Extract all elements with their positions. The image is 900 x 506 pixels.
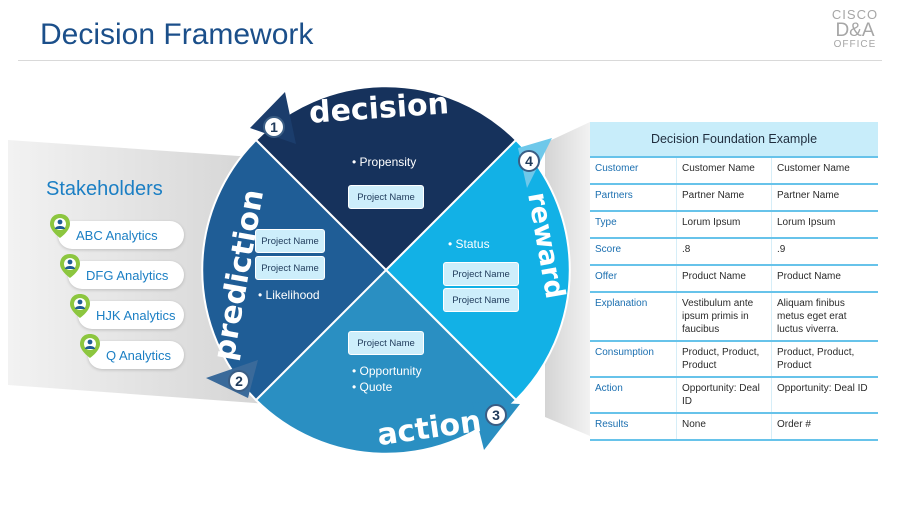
table-cell: Partner Name bbox=[676, 184, 772, 212]
project-card[interactable]: Project Name bbox=[443, 288, 519, 312]
step-number-1: 1 bbox=[263, 116, 285, 138]
stakeholders-title: Stakeholders bbox=[46, 178, 163, 200]
decision-bullet: • Propensity bbox=[352, 155, 417, 169]
table-key-cell: Explanation bbox=[590, 292, 677, 342]
arrow-action bbox=[472, 402, 520, 450]
table-row: Offer Product Name Product Name bbox=[590, 265, 878, 293]
table-key-cell: Type bbox=[590, 211, 677, 239]
stakeholder-pill[interactable] bbox=[58, 221, 184, 249]
prediction-bullet-text: Likelihood bbox=[265, 288, 320, 302]
person-pin-icon bbox=[80, 334, 100, 358]
table-row: Score .8 .9 bbox=[590, 238, 878, 266]
table-key-cell: Results bbox=[590, 413, 677, 441]
table-key-cell: Consumption bbox=[590, 341, 677, 378]
step-number-4: 4 bbox=[518, 150, 540, 172]
project-card[interactable]: Project Name bbox=[348, 331, 424, 355]
table-row: Consumption Product, Product, Product Pr… bbox=[590, 341, 878, 378]
person-pin-icon bbox=[70, 294, 90, 318]
table-cell: Opportunity: Deal ID bbox=[676, 377, 772, 414]
logo-line-1: CISCO bbox=[831, 7, 879, 22]
table-cell: Lorum Ipsum bbox=[676, 211, 772, 239]
table-cell: Product, Product, Product bbox=[676, 341, 772, 378]
prediction-bullet: • Likelihood bbox=[258, 288, 320, 302]
table-cell: Product, Product, Product bbox=[771, 341, 878, 378]
project-card[interactable]: Project Name bbox=[255, 256, 325, 280]
action-bullet: • Opportunity bbox=[352, 364, 422, 378]
table-cell: Vestibulum ante ipsum primis in faucibus bbox=[676, 292, 772, 342]
table-row: Action Opportunity: Deal ID Opportunity:… bbox=[590, 377, 878, 414]
table-cell: Aliquam finibus metus eget erat luctus v… bbox=[771, 292, 878, 342]
stakeholder-pill[interactable] bbox=[68, 261, 184, 289]
table-cell: Opportunity: Deal ID bbox=[771, 377, 878, 414]
stakeholder-label: DFG Analytics bbox=[86, 268, 169, 283]
reward-bullet-text: Status bbox=[455, 237, 490, 251]
decision-foundation-table: Decision Foundation Example Customer Cus… bbox=[590, 122, 878, 441]
table-title: Decision Foundation Example bbox=[590, 122, 878, 158]
table-cell: Customer Name bbox=[771, 157, 878, 185]
logo-line-3: OFFICE bbox=[833, 39, 877, 50]
table-cell: Lorum Ipsum bbox=[771, 211, 878, 239]
decision-bullet-text: Propensity bbox=[359, 155, 417, 169]
project-card[interactable]: Project Name bbox=[255, 229, 325, 253]
person-pin-icon bbox=[50, 214, 70, 238]
table-key-cell: Action bbox=[590, 377, 677, 414]
page-title: Decision Framework bbox=[40, 18, 314, 51]
action-bullet: • Quote bbox=[352, 380, 393, 394]
table-key-cell: Customer bbox=[590, 157, 677, 185]
action-bullet-text: Opportunity bbox=[359, 364, 422, 378]
step-number-3: 3 bbox=[485, 404, 507, 426]
table-cell: Product Name bbox=[676, 265, 772, 293]
table-cell: .8 bbox=[676, 238, 772, 266]
action-bullet-text: Quote bbox=[359, 380, 393, 394]
step-number-2: 2 bbox=[228, 370, 250, 392]
table-row: Partners Partner Name Partner Name bbox=[590, 184, 878, 212]
stakeholder-label: Q Analytics bbox=[106, 348, 172, 363]
table-row: Type Lorum Ipsum Lorum Ipsum bbox=[590, 211, 878, 239]
stakeholder-label: ABC Analytics bbox=[76, 228, 158, 243]
table-cell: Partner Name bbox=[771, 184, 878, 212]
logo-line-2: D&A bbox=[835, 20, 875, 41]
table-row: Customer Customer Name Customer Name bbox=[590, 157, 878, 185]
table-cell: .9 bbox=[771, 238, 878, 266]
stakeholder-pill[interactable] bbox=[88, 341, 184, 369]
reward-bullet: • Status bbox=[448, 237, 490, 251]
table-key-cell: Partners bbox=[590, 184, 677, 212]
table-cell: Product Name bbox=[771, 265, 878, 293]
table-key-cell: Score bbox=[590, 238, 677, 266]
project-card[interactable]: Project Name bbox=[443, 262, 519, 286]
table-header-row: Decision Foundation Example bbox=[590, 122, 878, 158]
table-row: Results None Order # bbox=[590, 413, 878, 441]
table-cell: Customer Name bbox=[676, 157, 772, 185]
stakeholder-pill[interactable] bbox=[78, 301, 184, 329]
table-cell: Order # bbox=[771, 413, 878, 441]
cisco-da-office-logo: CISCO D&A OFFICE bbox=[826, 8, 884, 50]
stakeholder-label: HJK Analytics bbox=[96, 308, 176, 323]
table-row: Explanation Vestibulum ante ipsum primis… bbox=[590, 292, 878, 342]
table-key-cell: Offer bbox=[590, 265, 677, 293]
title-divider bbox=[18, 60, 882, 61]
table-cell: None bbox=[676, 413, 772, 441]
person-pin-icon bbox=[60, 254, 80, 278]
project-card[interactable]: Project Name bbox=[348, 185, 424, 209]
